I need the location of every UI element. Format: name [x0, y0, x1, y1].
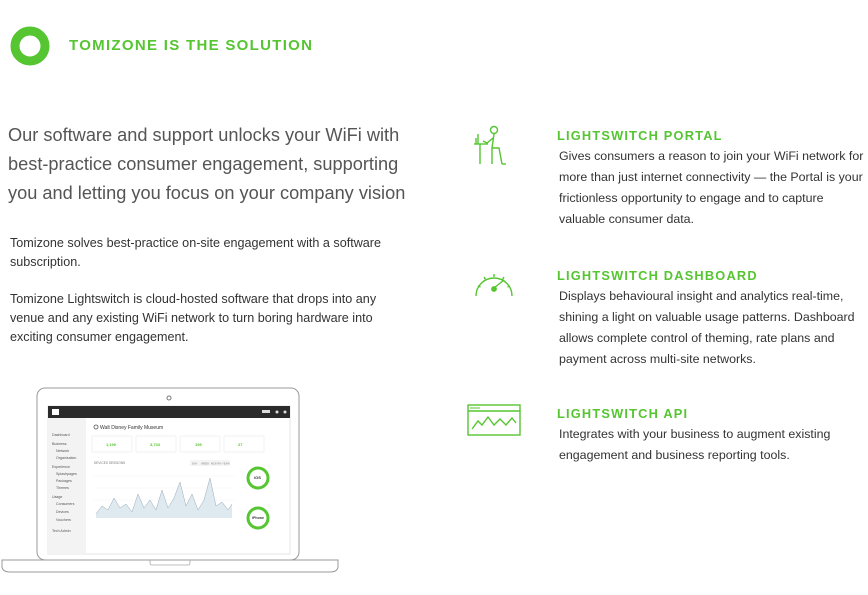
intro-paragraph-1: Tomizone solves best-practice on-site en… [10, 236, 381, 269]
nav-item: Experience [52, 465, 70, 469]
nav-item: Devices [56, 510, 69, 514]
chart-label: DEVICES SESSIONS [94, 461, 125, 465]
tomizone-logo-icon [10, 26, 50, 66]
nav-item: Themes [56, 486, 69, 490]
donut-label: iOS [254, 475, 261, 480]
stat-value: 1,190 [106, 442, 117, 447]
person-at-desk-icon [474, 125, 506, 165]
range-tab: MONTH [211, 462, 221, 466]
feature-description-portal: Gives consumers a reason to join your Wi… [559, 149, 864, 226]
laptop-dashboard-mockup: Dashboard Business Network Organisation … [1, 387, 339, 573]
nav-item: Consumers [56, 502, 75, 506]
intro-paragraph-2: Tomizone Lightswitch is cloud-hosted sof… [10, 292, 377, 344]
feature-description-api: Integrates with your business to augment… [559, 427, 831, 462]
nav-item: Packages [56, 479, 72, 483]
range-tab: WEEK [201, 462, 209, 466]
nav-item: Dashboard [52, 433, 70, 437]
nav-item: Usage [52, 495, 62, 499]
feature-description-dashboard: Displays behavioural insight and analyti… [559, 289, 855, 366]
nav-item: Network [56, 449, 69, 453]
section-title: TOMIZONE IS THE SOLUTION [69, 37, 314, 54]
nav-item: Organisation [56, 456, 76, 460]
stat-value: 195 [195, 442, 202, 447]
intro-tagline: Our software and support unlocks your Wi… [8, 125, 406, 203]
browser-chart-icon [467, 404, 521, 436]
feature-title-api: LIGHTSWITCH API [557, 406, 689, 421]
stat-value: 3,733 [150, 442, 161, 447]
range-tab: DAY [192, 462, 198, 466]
feature-title-dashboard: LIGHTSWITCH DASHBOARD [557, 268, 758, 283]
nav-item: Vouchers [56, 518, 71, 522]
range-tab: YEAR [222, 462, 230, 466]
nav-item: Splashpages [56, 472, 77, 476]
donut-label: iPhone [252, 516, 264, 520]
speedometer-gauge-icon [475, 274, 513, 297]
nav-item: Tech Admin [52, 529, 71, 533]
feature-title-portal: LIGHTSWITCH PORTAL [557, 128, 723, 143]
stat-value: 27 [238, 442, 243, 447]
nav-item: Business [52, 442, 67, 446]
venue-title: Walt Disney Family Museum [100, 425, 163, 431]
